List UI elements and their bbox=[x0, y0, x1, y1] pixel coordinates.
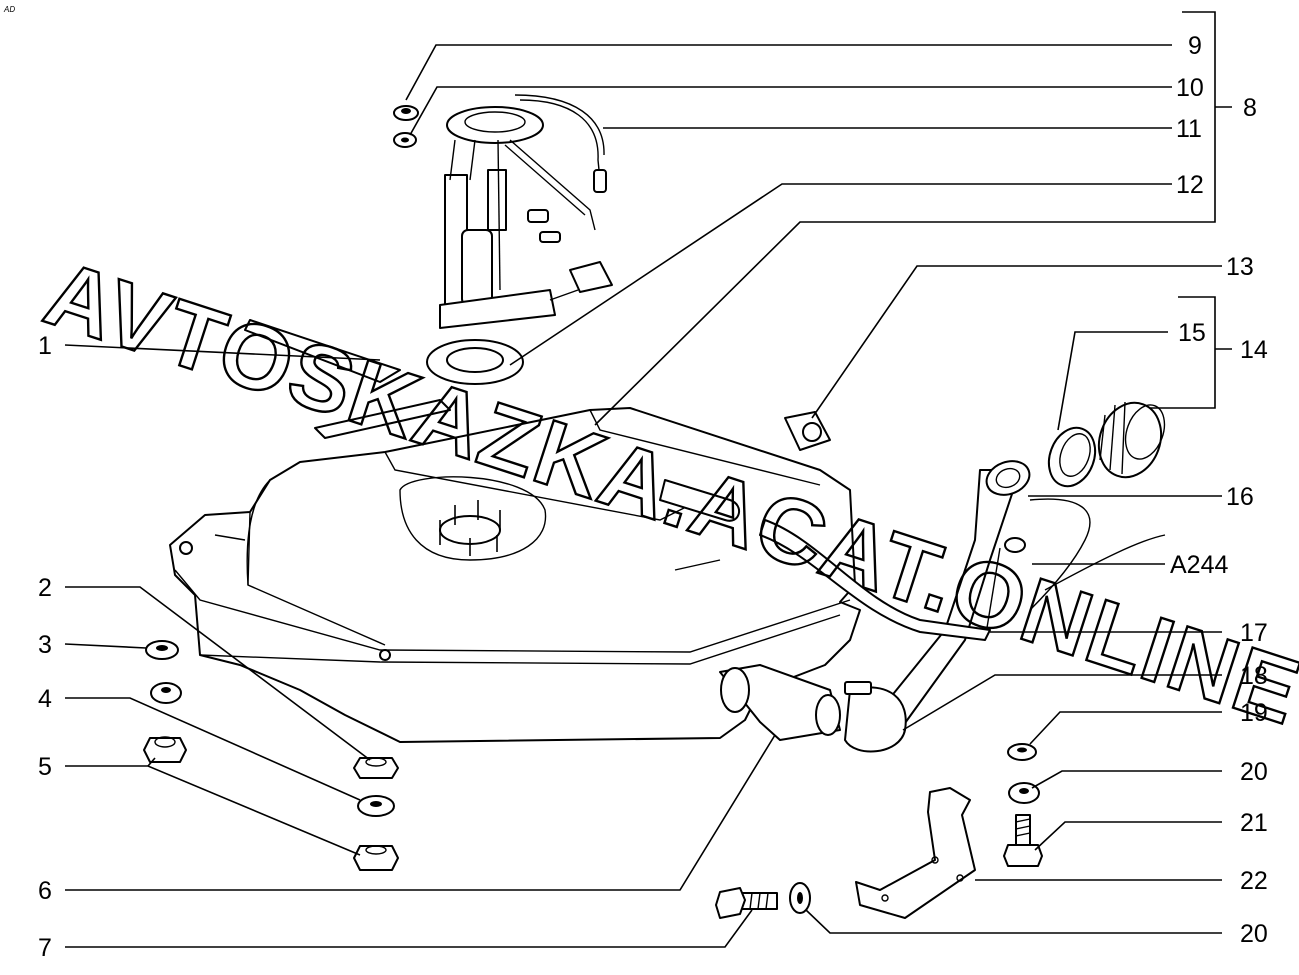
nut-9 bbox=[393, 105, 419, 121]
washer-20b bbox=[789, 882, 811, 914]
filler-cap-14 bbox=[1097, 401, 1166, 479]
callout-a244: A244 bbox=[1170, 551, 1228, 579]
callout-10: 10 bbox=[1176, 74, 1204, 102]
bolt-7 bbox=[715, 887, 778, 919]
callout-17: 17 bbox=[1240, 619, 1268, 647]
callout-14: 14 bbox=[1240, 336, 1268, 364]
hose-clamp-18 bbox=[844, 681, 907, 753]
connecting-hose-6 bbox=[719, 664, 841, 741]
callout-20-lower: 20 bbox=[1240, 920, 1268, 948]
callout-5: 5 bbox=[38, 753, 52, 781]
vent-hose-16 bbox=[759, 519, 991, 641]
callout-19: 19 bbox=[1240, 699, 1268, 727]
leader-lines bbox=[64, 11, 1232, 948]
callout-15: 15 bbox=[1178, 319, 1206, 347]
bolt-21 bbox=[1003, 814, 1043, 867]
callout-20-upper: 20 bbox=[1240, 758, 1268, 786]
nut-5 bbox=[143, 736, 187, 763]
callout-8: 8 bbox=[1243, 94, 1257, 122]
washer-4b bbox=[357, 795, 395, 817]
washer-4 bbox=[150, 682, 182, 704]
seal-ring-12 bbox=[426, 339, 524, 385]
washer-3 bbox=[145, 640, 179, 660]
callout-18: 18 bbox=[1240, 662, 1268, 690]
gasket-strip-1 bbox=[244, 319, 451, 439]
hose-clip-13 bbox=[784, 411, 831, 451]
bracket-22 bbox=[855, 787, 976, 919]
corner-mark: AD bbox=[3, 5, 15, 14]
tank-studs bbox=[439, 500, 501, 556]
callout-6: 6 bbox=[38, 877, 52, 905]
callout-labels: 9 10 11 12 8 13 15 14 16 A244 17 18 19 2… bbox=[38, 32, 1268, 962]
callout-7: 7 bbox=[38, 934, 52, 962]
filler-seal-15 bbox=[1047, 426, 1097, 488]
washer-20 bbox=[1008, 782, 1040, 804]
fuel-tank bbox=[169, 407, 861, 743]
callout-11: 11 bbox=[1176, 115, 1202, 143]
fuel-pump-module bbox=[439, 94, 613, 329]
callout-21: 21 bbox=[1240, 809, 1268, 837]
callout-9: 9 bbox=[1188, 32, 1202, 60]
callout-2: 2 bbox=[38, 574, 52, 602]
callout-1: 1 bbox=[38, 332, 52, 360]
callout-16: 16 bbox=[1226, 483, 1254, 511]
nut-5b bbox=[353, 845, 399, 871]
filler-pipe-17 bbox=[859, 460, 1166, 736]
callout-3: 3 bbox=[38, 631, 52, 659]
callout-12: 12 bbox=[1176, 171, 1204, 199]
washer-19 bbox=[1007, 743, 1037, 761]
callout-4: 4 bbox=[38, 685, 52, 713]
nut-2 bbox=[353, 757, 399, 779]
washer-10 bbox=[393, 132, 417, 148]
callout-22: 22 bbox=[1240, 867, 1268, 895]
callout-13: 13 bbox=[1226, 253, 1254, 281]
